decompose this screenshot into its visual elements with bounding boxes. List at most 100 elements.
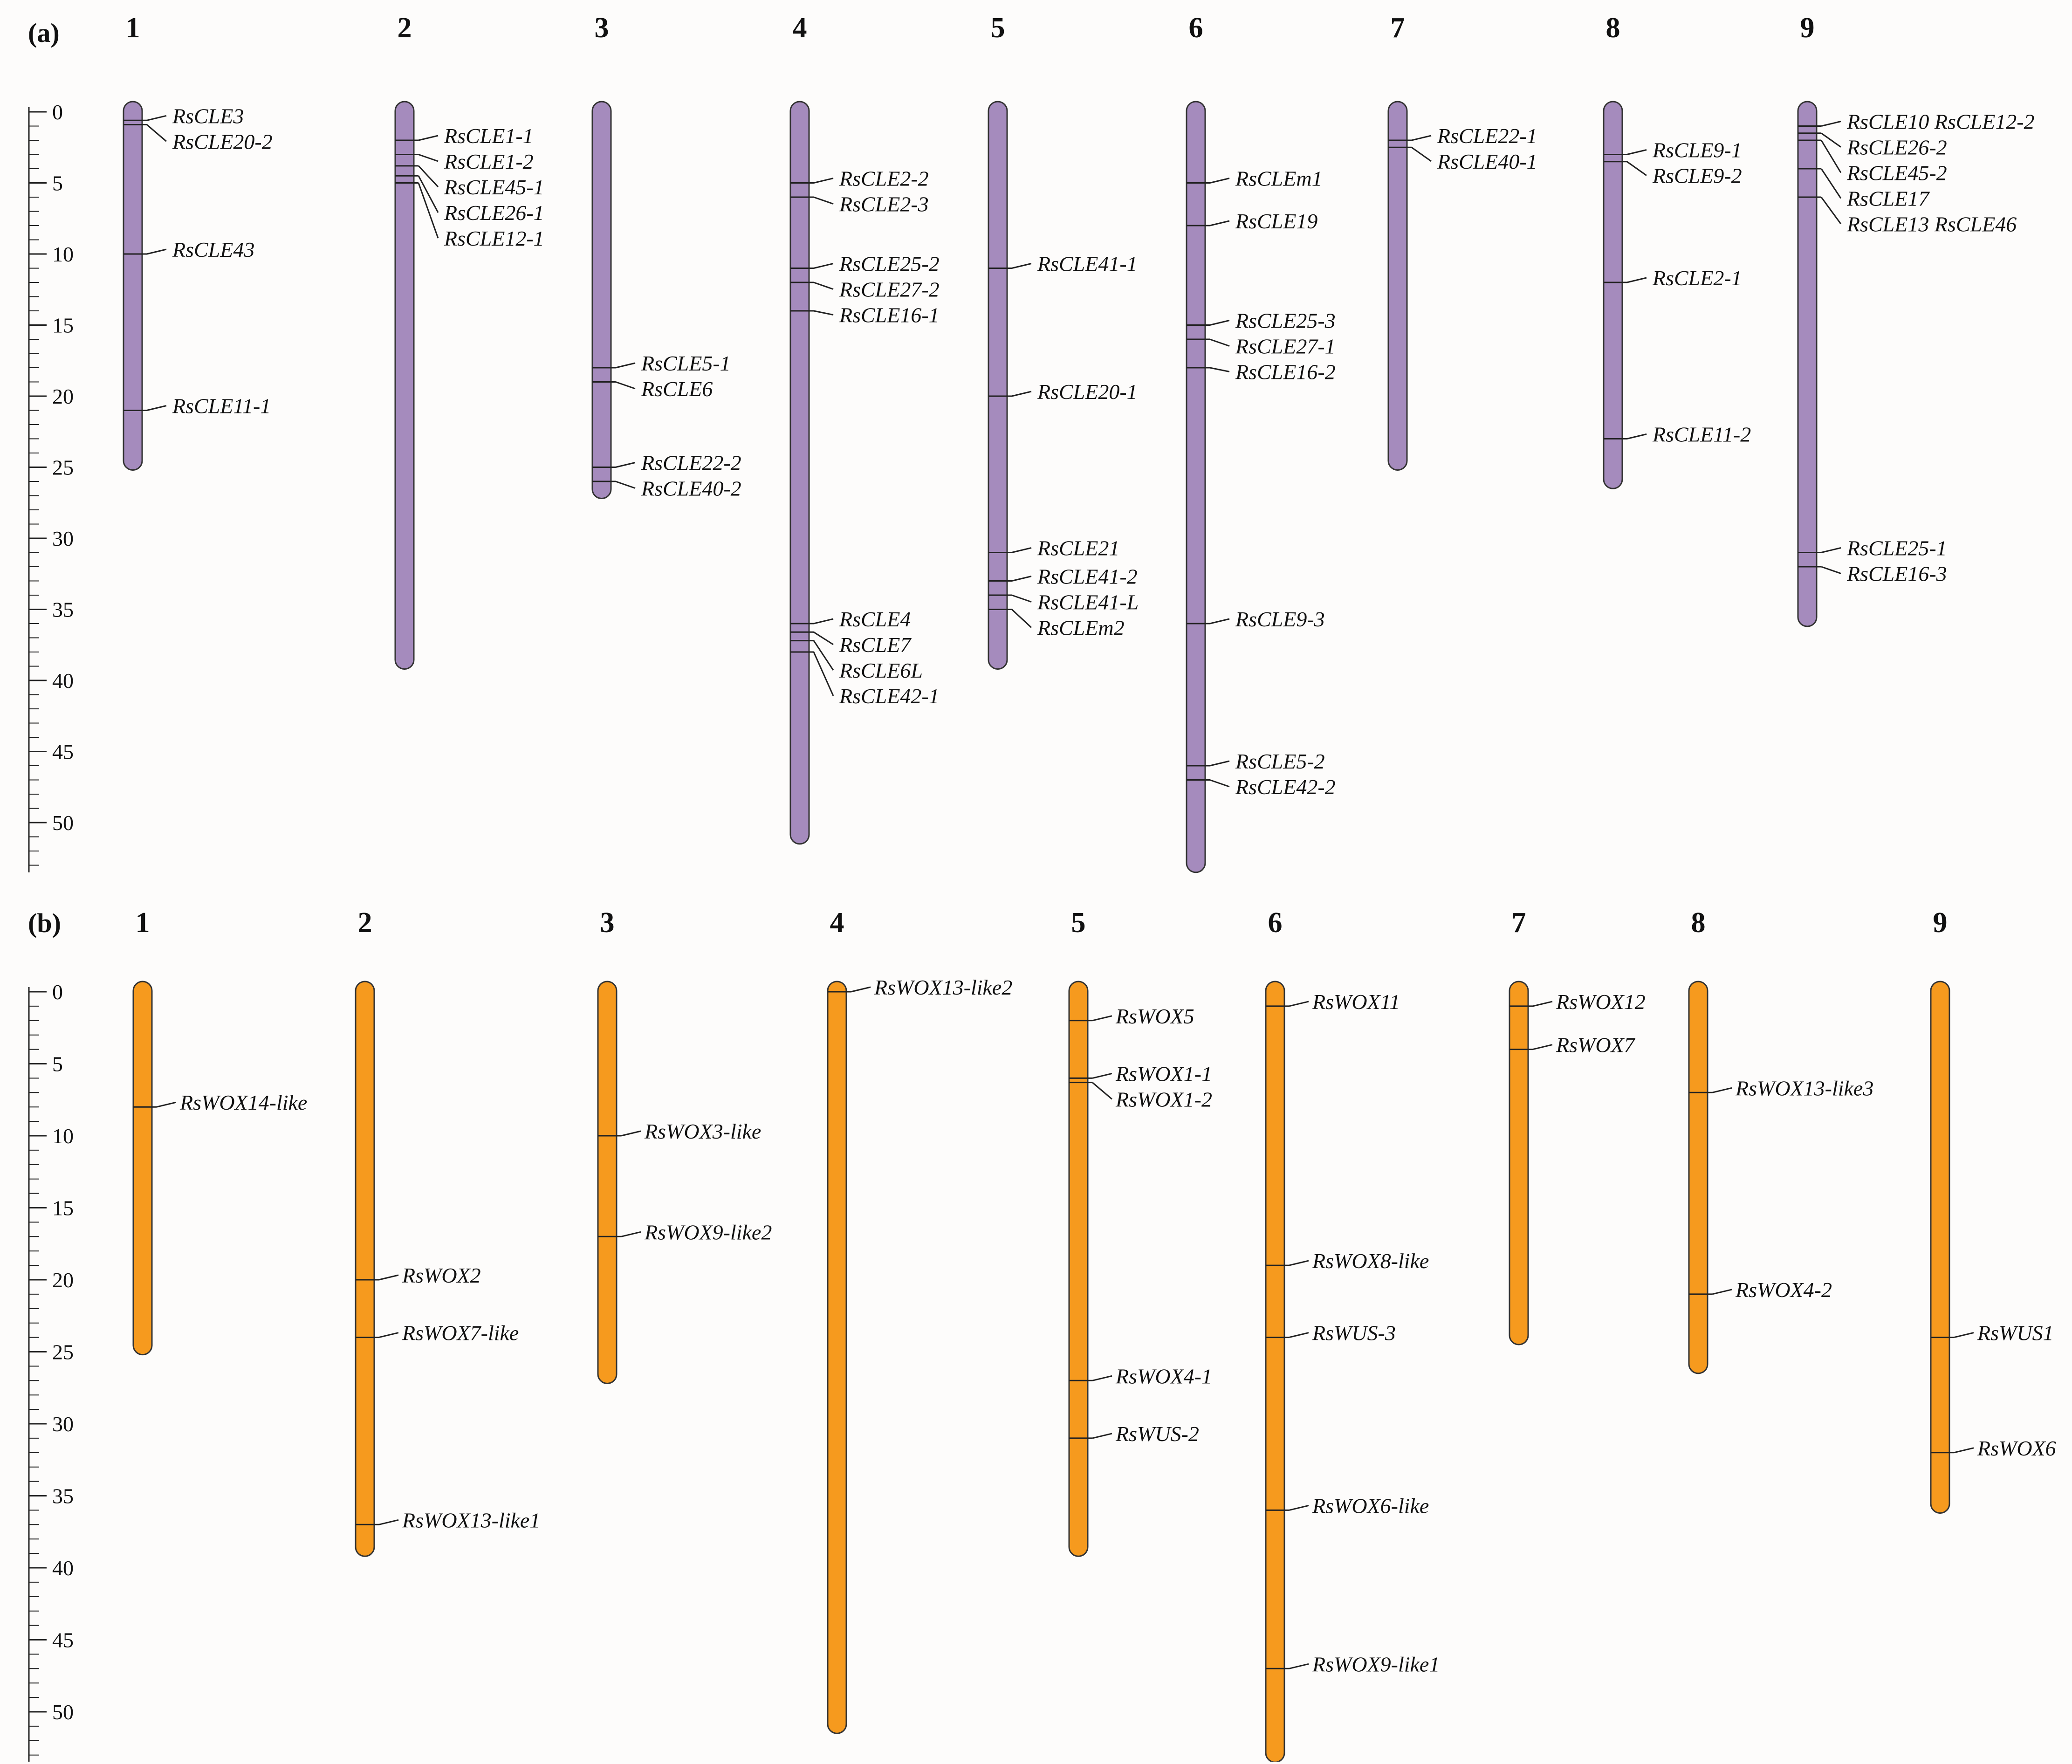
gene-label: RsWOX4-1	[1115, 1364, 1212, 1388]
gene-marker: RsCLE5-2	[1187, 749, 1325, 773]
chromosome-bar	[1930, 981, 1950, 1514]
ruler-tick-label: 25	[52, 1340, 74, 1364]
gene-marker: RsCLE5-1	[592, 351, 731, 375]
gene-marker: RsWOX9-like1	[1266, 1652, 1440, 1676]
chromosome-number: 8	[1691, 907, 1706, 939]
gene-label: RsCLE12-1	[444, 227, 544, 250]
gene-marker: RsWOX12	[1509, 990, 1646, 1014]
gene-marker: RsCLE1-2	[395, 150, 534, 173]
chromosome-bar	[988, 101, 1008, 670]
gene-marker: RsCLE25-1	[1798, 536, 1947, 560]
chromosome-bar	[1797, 101, 1818, 627]
gene-label: RsCLE22-1	[1437, 124, 1537, 148]
gene-leader-line	[418, 154, 439, 162]
gene-leader-line	[418, 175, 439, 213]
gene-label: RsCLE16-1	[839, 303, 940, 327]
gene-leader-line	[1289, 1663, 1309, 1669]
chromosome-number: 3	[595, 12, 609, 44]
gene-label: RsWOX9-like2	[644, 1220, 772, 1244]
gene-leader-line	[1209, 618, 1230, 625]
gene-leader-line	[156, 1101, 177, 1108]
gene-marker: RsCLE11-1	[123, 394, 271, 418]
gene-marker: RsWOX14-like	[133, 1091, 307, 1114]
gene-label: RsCLE5-2	[1235, 749, 1325, 773]
chromosome-6: 6RsCLEm1RsCLE19RsCLE25-3RsCLE27-1RsCLE16…	[1186, 12, 1336, 873]
chromosome-bar	[1509, 981, 1529, 1345]
gene-marker: RsCLEm2	[988, 609, 1125, 640]
gene-label: RsCLE1-2	[444, 150, 534, 173]
ruler-tick-label: 10	[52, 242, 74, 266]
chromosome-number: 6	[1189, 12, 1203, 44]
gene-label: RsCLE16-3	[1846, 562, 1947, 586]
gene-leader-line	[418, 182, 439, 239]
ruler-tick-label: 50	[52, 811, 74, 835]
panel-b-wox-genes: (b)051015202530354045501RsWOX14-like2RsW…	[28, 907, 2056, 1763]
gene-marker: RsCLE22-1	[1388, 124, 1537, 148]
gene-marker: RsCLE2-1	[1604, 266, 1742, 290]
gene-leader-line	[1011, 609, 1032, 628]
panel-a-clv-genes: (a)051015202530354045501RsCLE3RsCLE20-2R…	[28, 12, 2035, 873]
gene-label: RsCLE3	[172, 104, 244, 128]
gene-label: RsCLE9-2	[1652, 164, 1742, 188]
gene-leader-line	[1209, 220, 1230, 227]
gene-marker: RsCLE43	[123, 238, 254, 261]
gene-marker: RsCLE1-1	[395, 124, 534, 148]
gene-leader-line	[1289, 1332, 1309, 1338]
gene-label: RsCLE41-L	[1037, 590, 1139, 614]
gene-marker: RsWOX3-like	[598, 1119, 761, 1143]
gene-leader-line	[1626, 277, 1647, 283]
gene-label: RsWOX6	[1977, 1436, 2056, 1460]
gene-leader-line	[615, 381, 636, 390]
gene-marker: RsWOX1-2	[1069, 1082, 1212, 1111]
gene-label: RsWUS-2	[1115, 1422, 1199, 1446]
gene-label: RsCLE41-1	[1037, 252, 1138, 276]
gene-marker: RsCLE16-2	[1187, 360, 1336, 384]
gene-leader-line	[418, 165, 439, 188]
chromosome-bar	[1265, 981, 1285, 1763]
chromosome-bar	[355, 981, 375, 1557]
gene-leader-line	[813, 263, 834, 269]
gene-marker: RsWOX1-1	[1069, 1062, 1212, 1085]
gene-leader-line	[1209, 320, 1230, 326]
gene-marker: RsCLE41-L	[988, 590, 1139, 614]
gene-leader-line	[1820, 197, 1842, 225]
panel-label: (a)	[28, 18, 60, 48]
gene-label: RsCLE20-2	[172, 130, 273, 153]
gene-label: RsWUS1	[1977, 1321, 2054, 1345]
ruler-tick-label: 20	[52, 1268, 74, 1292]
gene-leader-line	[615, 362, 636, 369]
ruler-tick-label: 30	[52, 527, 74, 550]
gene-label: RsCLE27-1	[1235, 335, 1336, 358]
gene-label: RsCLE6L	[839, 659, 923, 682]
gene-label: RsCLEm1	[1235, 167, 1323, 191]
ruler-tick-label: 35	[52, 1484, 74, 1508]
gene-label: RsWOX2	[402, 1263, 481, 1287]
gene-leader-line	[1821, 132, 1841, 148]
gene-label: RsCLE42-2	[1235, 775, 1336, 799]
chromosome-number: 4	[793, 12, 807, 44]
gene-marker: RsWOX8-like	[1266, 1249, 1429, 1273]
gene-marker: RsCLE41-2	[988, 565, 1138, 589]
gene-marker: RsCLE45-1	[395, 165, 544, 199]
ruler-tick-label: 0	[52, 100, 63, 124]
gene-marker: RsCLE16-1	[790, 303, 940, 327]
gene-label: RsCLE25-3	[1235, 309, 1336, 333]
gene-marker: RsCLE26-2	[1798, 132, 1947, 159]
gene-label: RsWOX8-like	[1312, 1249, 1429, 1273]
gene-label: RsCLE11-1	[172, 394, 271, 418]
gene-label: RsCLE25-1	[1846, 536, 1947, 560]
chromosome-number: 3	[600, 907, 615, 939]
gene-label: RsCLE45-1	[444, 175, 544, 199]
gene-leader-line	[1626, 433, 1647, 439]
gene-leader-line	[1209, 779, 1230, 788]
gene-leader-line	[1092, 1072, 1112, 1079]
gene-marker: RsWOX6-like	[1266, 1494, 1429, 1517]
gene-marker: RsCLE27-1	[1187, 335, 1336, 358]
gene-marker: RsWOX9-like2	[598, 1220, 772, 1244]
